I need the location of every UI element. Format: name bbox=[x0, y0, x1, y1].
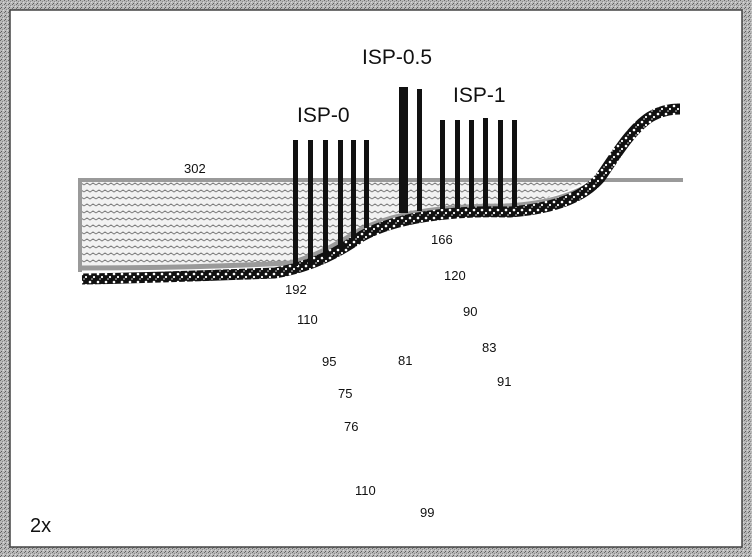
isp1-bar bbox=[483, 118, 488, 209]
isp05-label: ISP-0.5 bbox=[362, 46, 433, 69]
water-body bbox=[80, 180, 590, 270]
isp1-bar bbox=[498, 120, 503, 209]
value-label: 110 bbox=[355, 483, 376, 498]
sediment-layer bbox=[81, 175, 602, 271]
isp0-probe-bars bbox=[293, 140, 369, 266]
isp0-label: ISP-0 bbox=[297, 104, 350, 127]
isp0-bar bbox=[338, 140, 343, 248]
isp0-bar bbox=[364, 140, 369, 228]
seabed-substrate bbox=[81, 103, 681, 285]
isp1-probe-bars bbox=[440, 118, 517, 209]
isp1-bar bbox=[469, 120, 474, 209]
value-label: 120 bbox=[444, 268, 466, 283]
value-label: 91 bbox=[497, 374, 512, 389]
isp05-probe-bars bbox=[399, 87, 422, 213]
water-left-edge bbox=[78, 178, 82, 272]
value-label: 76 bbox=[344, 419, 359, 434]
water-surface-line bbox=[78, 178, 683, 182]
isp0-bar bbox=[351, 140, 356, 238]
isp1-bar bbox=[455, 120, 460, 209]
isp0-bar bbox=[293, 140, 298, 266]
value-label: 110 bbox=[297, 312, 318, 327]
isp0-bar bbox=[323, 140, 328, 258]
value-label: 192 bbox=[285, 282, 307, 297]
value-label: 95 bbox=[322, 354, 337, 369]
value-label: 166 bbox=[431, 232, 453, 247]
isp1-bar bbox=[440, 120, 445, 209]
isp05-bar bbox=[399, 87, 408, 213]
isp1-label: ISP-1 bbox=[453, 84, 506, 107]
isp0-bar bbox=[308, 140, 313, 264]
isp1-bar bbox=[512, 120, 517, 207]
value-label: 99 bbox=[420, 505, 435, 520]
magnification-label: 2x bbox=[30, 515, 52, 537]
value-label: 83 bbox=[482, 340, 497, 355]
isp05-bar bbox=[417, 89, 422, 211]
value-label: 81 bbox=[398, 353, 413, 368]
value-label: 90 bbox=[463, 304, 478, 319]
value-label: 302 bbox=[184, 161, 206, 176]
frame-inner-line bbox=[9, 9, 743, 548]
value-label: 75 bbox=[338, 386, 353, 401]
